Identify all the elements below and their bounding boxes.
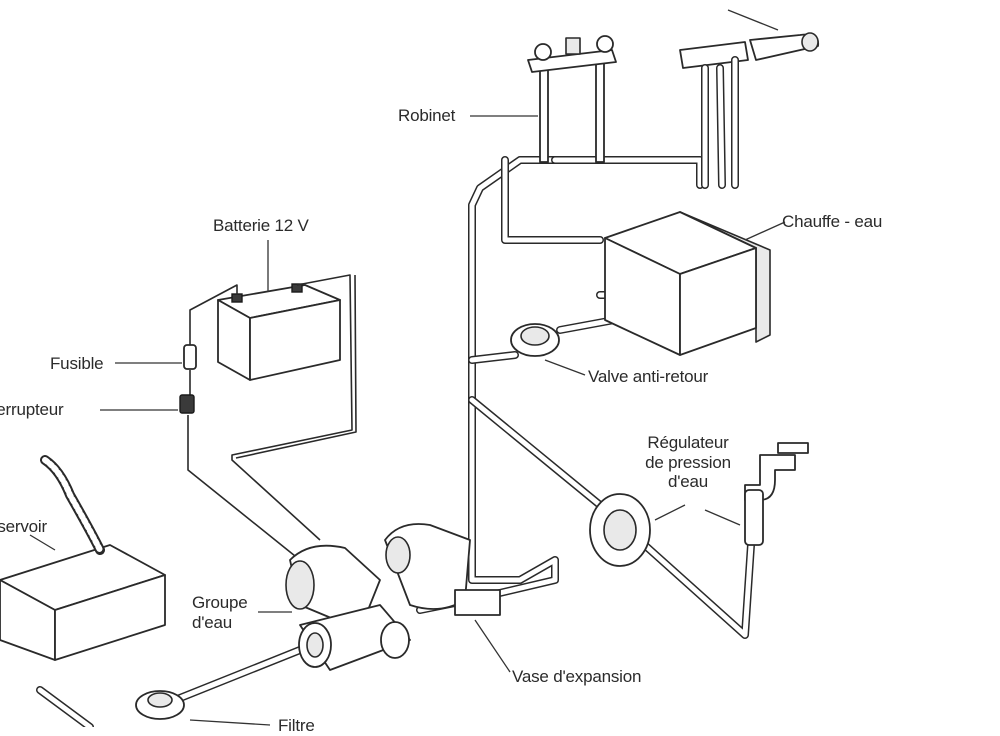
- expansion-tank: [384, 523, 511, 673]
- label-groupe-line2: d'eau: [192, 612, 233, 632]
- switch: [100, 394, 195, 414]
- label-filtre: Filtre: [278, 716, 315, 735]
- water-filter: [135, 690, 271, 726]
- water-heater: [604, 211, 786, 356]
- water-pump: [258, 544, 411, 671]
- reservoir-tank: [0, 455, 166, 661]
- label-chauffe-eau: Chauffe - eau: [782, 212, 883, 231]
- label-regulateur: Régulateur de pression d'eau: [628, 433, 748, 492]
- label-vase-expansion: Vase d'expansion: [512, 667, 642, 686]
- label-groupe: Groupe d'eau: [192, 593, 248, 632]
- faucet-robinet: [527, 35, 617, 163]
- label-groupe-line1: Groupe: [192, 593, 248, 612]
- shower-mixer: [679, 9, 820, 189]
- label-regulateur-line2: de pression: [645, 452, 731, 472]
- pressure-regulator: [589, 493, 686, 567]
- label-regulateur-line1: Régulateur: [647, 433, 729, 452]
- wiring: [187, 274, 357, 561]
- label-interrupteur: Interrupteur: [0, 400, 64, 419]
- label-batterie: Batterie 12 V: [213, 216, 309, 235]
- battery: [217, 240, 341, 381]
- outside-tap: [704, 442, 809, 546]
- check-valve: [510, 323, 586, 376]
- fuse: [115, 344, 197, 370]
- label-robinet: Robinet: [398, 106, 456, 125]
- label-fusible: Fusible: [50, 354, 104, 373]
- label-reservoir: Réservoir: [0, 517, 47, 536]
- label-valve-anti-retour: Valve anti-retour: [588, 367, 709, 386]
- label-regulateur-line3: d'eau: [667, 472, 709, 492]
